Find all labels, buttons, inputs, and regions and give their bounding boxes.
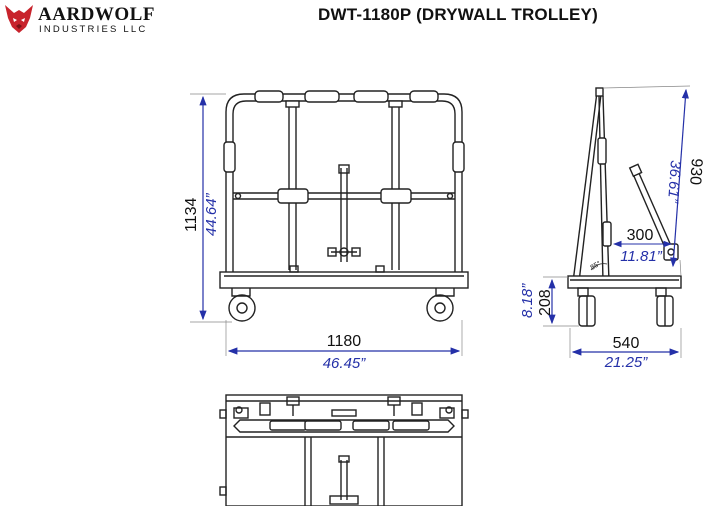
arm-length-dimension: 300 11.81” (612, 227, 673, 265)
deck-height-mm: 208 (537, 289, 554, 316)
deck-height-in: 8.18” (519, 283, 536, 318)
side-depth-in: 21.25” (604, 354, 649, 371)
brand-subtitle: INDUSTRIES LLC (39, 24, 148, 35)
side-height-mm: 930 (686, 158, 705, 186)
front-width-in: 46.45” (323, 355, 367, 372)
header: AARDWOLF INDUSTRIES LLC DWT-1180P (DRYWA… (0, 0, 711, 40)
side-height-dimension: 930 36.61” (602, 85, 705, 277)
front-view (219, 90, 469, 322)
front-width-mm: 1180 (327, 333, 362, 350)
front-height-mm: 1134 (183, 197, 200, 232)
angle-label: 85° (589, 259, 602, 271)
side-height-in: 36.61” (664, 160, 684, 205)
document-title: DWT-1180P (DRYWALL TROLLEY) (318, 5, 598, 24)
arm-length-in: 11.81” (620, 248, 662, 265)
side-depth-dimension: 540 21.25” (569, 328, 682, 371)
side-view (567, 87, 682, 327)
deck-height-dimension: 208 8.18” (519, 276, 579, 327)
front-height-dimension: 1134 44.64” (183, 93, 232, 323)
front-height-in: 44.64” (203, 192, 220, 236)
top-view (219, 394, 469, 506)
front-width-dimension: 1180 46.45” (225, 320, 463, 372)
aardwolf-logo: AARDWOLF INDUSTRIES LLC (2, 2, 172, 36)
wolf-head-icon (5, 5, 33, 33)
brand-name: AARDWOLF (38, 4, 155, 25)
side-depth-mm: 540 (613, 335, 640, 352)
arm-length-mm: 300 (627, 227, 654, 244)
